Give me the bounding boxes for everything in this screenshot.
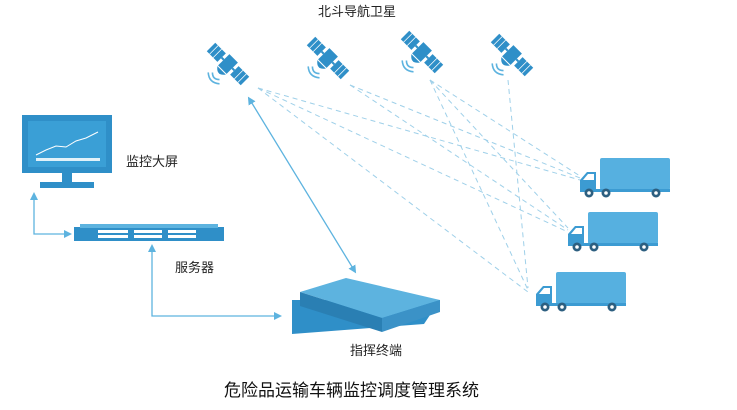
link-sat1-truck3 xyxy=(257,87,529,293)
server-terminal-link xyxy=(148,244,282,320)
diagram-caption: 危险品运输车辆监控调度管理系统 xyxy=(224,381,479,401)
satellite-icon xyxy=(387,28,446,87)
satellite-icon xyxy=(293,34,352,93)
monitor-label: 监控大屏 xyxy=(126,155,179,170)
satellite-label: 北斗导航卫星 xyxy=(318,5,397,20)
truck-icon xyxy=(580,158,670,198)
link-sat3-truck2 xyxy=(429,79,569,229)
server-label: 服务器 xyxy=(175,261,215,276)
terminal-label: 指挥终端 xyxy=(350,344,403,359)
monitor-icon xyxy=(22,115,112,188)
truck-icon xyxy=(536,272,626,312)
link-sat4-truck3 xyxy=(507,79,529,289)
server-icon xyxy=(74,224,224,241)
link-sat3-truck3 xyxy=(429,79,529,291)
link-sat3-truck1 xyxy=(429,79,581,177)
link-sat1-truck2 xyxy=(257,87,569,233)
link-sat2-truck2 xyxy=(349,84,569,231)
link-sat2-truck1 xyxy=(349,84,581,179)
link-sat1-truck1 xyxy=(257,87,581,181)
truck-icon xyxy=(568,212,658,252)
satellite-terminal-link xyxy=(247,96,357,274)
satellite-icon xyxy=(193,40,252,99)
terminal-icon xyxy=(292,278,440,334)
connectors xyxy=(30,96,357,320)
satellite-links xyxy=(257,79,581,293)
satellite-icon xyxy=(477,31,536,90)
monitor-server-link xyxy=(30,192,72,238)
